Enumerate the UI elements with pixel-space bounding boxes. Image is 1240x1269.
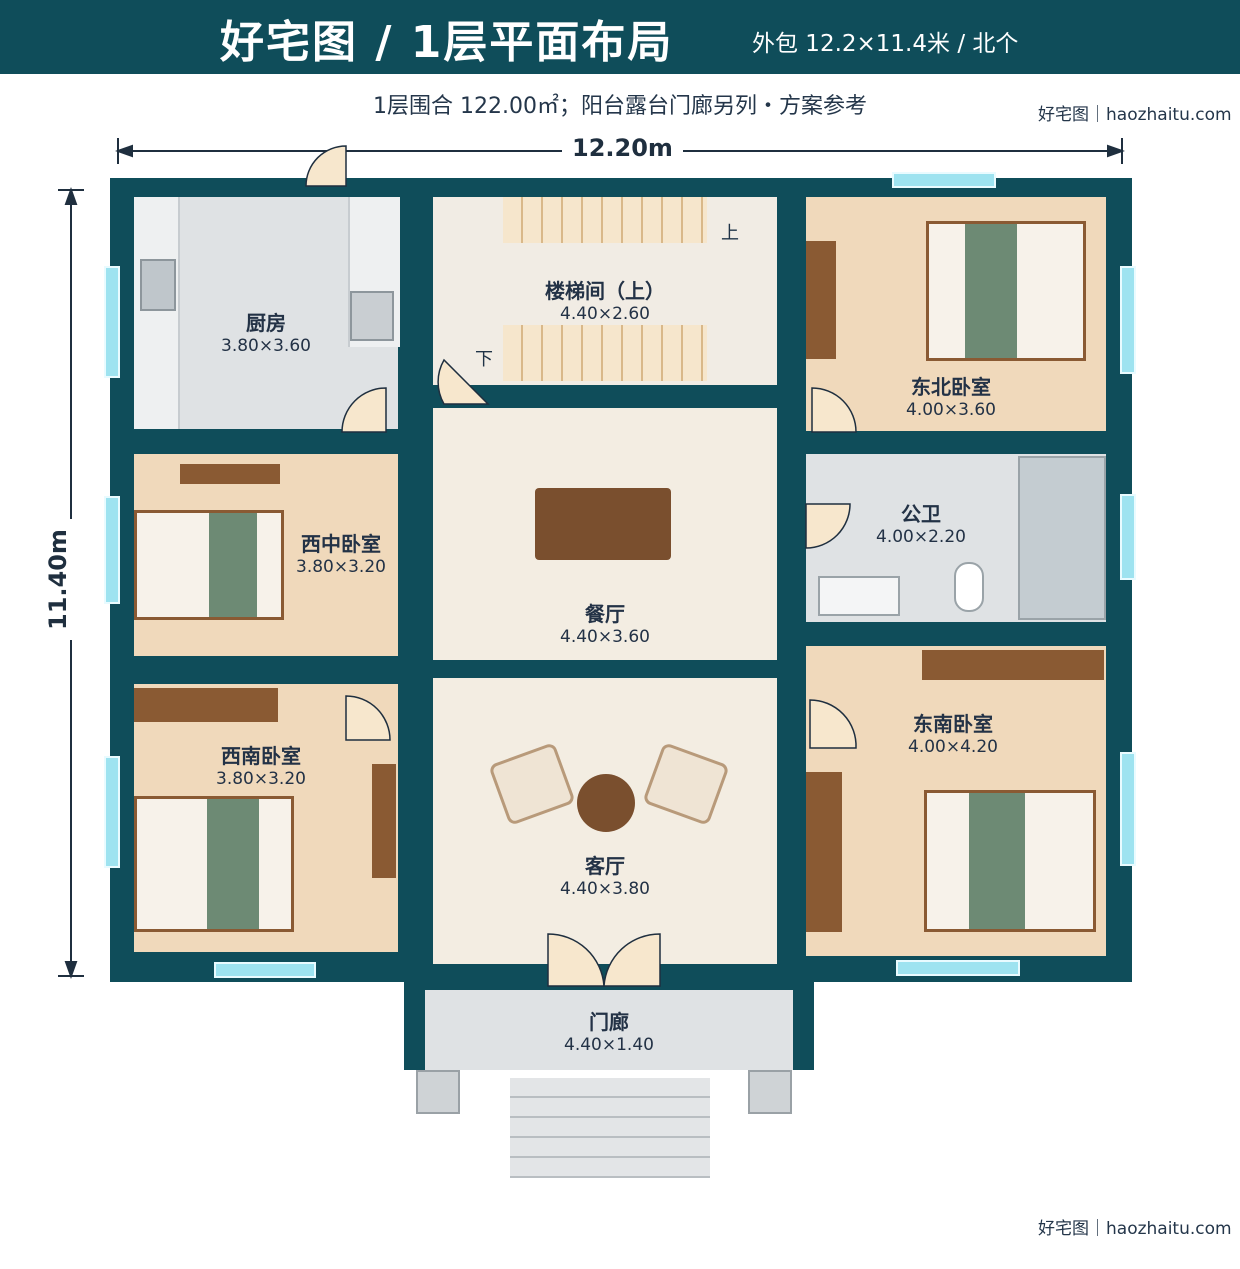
ne-bedroom-label: 东北卧室 4.00×3.60 [876, 375, 1026, 421]
stair-name: 楼梯间（上） [545, 279, 665, 303]
stair-size: 4.40×2.60 [560, 304, 650, 324]
wardrobe [134, 688, 278, 722]
south-west-bedroom-size: 3.80×3.20 [216, 769, 306, 789]
west-middle-bedroom-size: 3.80×3.20 [296, 557, 386, 577]
south-west-bedroom-name: 西南卧室 [221, 744, 301, 768]
ne-bedroom: 东北卧室 4.00×3.60 [806, 197, 1106, 431]
watermark-bottom: 好宅图｜haozhaitu.com [1038, 1219, 1232, 1239]
kitchen-counter [134, 197, 180, 429]
stair-flight-up [503, 197, 707, 243]
bathroom-door-icon [805, 503, 851, 549]
window [104, 266, 120, 378]
entry-door-right-icon [603, 933, 661, 987]
window [1120, 494, 1136, 580]
page-title: 好宅图 / 1层平面布局 [220, 17, 674, 68]
stair-down-mark: 下 [475, 349, 493, 370]
shower-enclosure [1018, 456, 1106, 620]
area-subtitle: 1层围合 122.00㎡；阳台露台门廊另列・方案参考 [373, 94, 867, 119]
south-east-bedroom-size: 4.00×4.20 [908, 737, 998, 757]
porch-name: 门廊 [589, 1010, 629, 1034]
bathroom-name: 公卫 [901, 502, 941, 526]
outer-size-spec: 外包 12.2×11.4米 / 北个 [752, 31, 1019, 57]
porch-label: 门廊 4.40×1.40 [539, 1010, 679, 1056]
living-name: 客厅 [585, 854, 625, 878]
toilet-icon [954, 562, 984, 612]
kitchen-label: 厨房 3.80×3.60 [196, 311, 336, 357]
kitchen-name: 厨房 [246, 311, 286, 335]
bed-icon [924, 790, 1096, 932]
window [214, 962, 316, 978]
bed-blanket [207, 799, 259, 929]
window [896, 960, 1020, 976]
se-bedroom-door-icon [809, 699, 857, 749]
bed-icon [134, 796, 294, 932]
south-east-bedroom-label: 东南卧室 4.00×4.20 [888, 712, 1018, 758]
sw-bedroom-door-icon [345, 695, 391, 741]
dining-name: 餐厅 [585, 602, 625, 626]
bathroom-label: 公卫 4.00×2.20 [856, 502, 986, 548]
sink-icon [140, 259, 176, 311]
dining-room: 餐厅 4.40×3.60 [433, 408, 777, 660]
wardrobe-west [806, 772, 842, 932]
header-bar [0, 0, 1240, 74]
ne-bedroom-door-icon [811, 387, 857, 433]
dining-table [535, 488, 671, 560]
washbasin-icon [818, 576, 900, 616]
watermark-top: 好宅图｜haozhaitu.com [1038, 105, 1232, 125]
window [1120, 752, 1136, 866]
entry-door-left-icon [547, 933, 605, 987]
bed-blanket [969, 793, 1025, 929]
window [1120, 266, 1136, 374]
pillar-east [748, 1070, 792, 1114]
ne-bedroom-size: 4.00×3.60 [906, 400, 996, 420]
porch-size: 4.40×1.40 [564, 1035, 654, 1055]
bed-icon [134, 510, 284, 620]
width-dimension: 12.20m [562, 134, 683, 162]
living-label: 客厅 4.40×3.80 [535, 854, 675, 900]
entrance-steps [510, 1078, 710, 1178]
south-east-bedroom: 东南卧室 4.00×4.20 [806, 646, 1106, 956]
west-middle-bedroom: 西中卧室 3.80×3.20 [134, 454, 398, 656]
stair-hall: 上 下 楼梯间（上） 4.40×2.60 [433, 197, 777, 385]
side-cabinet [372, 764, 396, 878]
living-size: 4.40×3.80 [560, 879, 650, 899]
bed-blanket [965, 224, 1017, 358]
stair-up-mark: 上 [721, 223, 739, 244]
south-east-bedroom-name: 东南卧室 [913, 712, 993, 736]
wardrobe [806, 241, 836, 359]
fridge-icon [350, 291, 394, 341]
ne-bedroom-name: 东北卧室 [911, 375, 991, 399]
porch: 门廊 4.40×1.40 [425, 990, 793, 1070]
kitchen-size: 3.80×3.60 [221, 336, 311, 356]
window [104, 756, 120, 868]
dresser [180, 464, 280, 484]
west-middle-bedroom-label: 西中卧室 3.80×3.20 [284, 532, 398, 578]
living-room: 客厅 4.40×3.80 [433, 678, 777, 964]
stair-door-icon [437, 358, 490, 405]
south-west-bedroom-label: 西南卧室 3.80×3.20 [196, 744, 326, 790]
west-middle-bedroom-name: 西中卧室 [301, 532, 381, 556]
bed-blanket [209, 513, 257, 617]
window [892, 172, 996, 188]
bed-icon [926, 221, 1086, 361]
dining-label: 餐厅 4.40×3.60 [535, 602, 675, 648]
dining-size: 4.40×3.60 [560, 627, 650, 647]
bathroom: 公卫 4.00×2.20 [806, 454, 1106, 622]
stair-label: 楼梯间（上） 4.40×2.60 [515, 279, 695, 325]
kitchen-door-icon [341, 387, 387, 433]
coffee-table [577, 774, 635, 832]
window [104, 496, 120, 604]
kitchen: 厨房 3.80×3.60 [134, 197, 400, 563]
pillar-west [416, 1070, 460, 1114]
wardrobe [922, 650, 1104, 680]
stair-flight-down [503, 325, 707, 381]
kitchen-exterior-door-icon [305, 145, 347, 187]
bathroom-size: 4.00×2.20 [876, 527, 966, 547]
